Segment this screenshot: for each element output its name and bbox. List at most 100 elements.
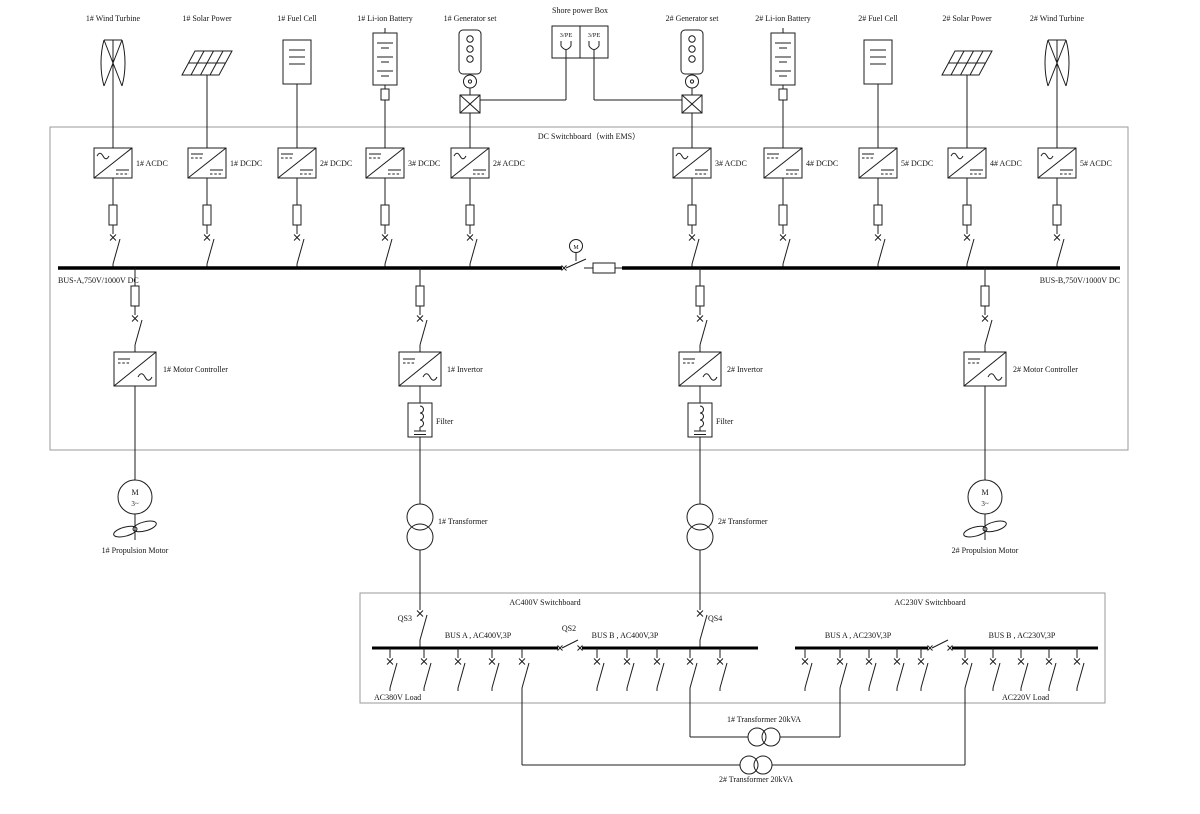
fuse-icon xyxy=(687,204,697,226)
propulsion-motor-label: 1# Propulsion Motor xyxy=(102,546,169,555)
shore-feed-wires xyxy=(480,58,682,101)
wind-turbine-icon xyxy=(1044,39,1070,88)
acdc-converter-icon xyxy=(450,147,490,179)
converter-branch-acdc5: 5# ACDC xyxy=(1037,147,1112,268)
propeller-icon xyxy=(113,520,157,538)
ac220-load-label: AC220V Load xyxy=(1002,693,1049,702)
qs3-switch-icon xyxy=(416,610,428,641)
source-generator-set-2: 2# Generator set xyxy=(666,14,719,148)
acdc-converter-icon xyxy=(672,147,712,179)
converter-branch-acdc3: 3# ACDC xyxy=(672,147,747,268)
shore-cell-label: 3/PE xyxy=(560,32,573,39)
battery-icon xyxy=(372,28,398,101)
shore-cell-label: 3/PE xyxy=(588,32,601,39)
breaker-icon xyxy=(961,658,973,689)
ac230-switchboard-title: AC230V Switchboard xyxy=(894,598,965,607)
breaker-icon xyxy=(865,658,877,689)
source-solar-power-2: 2# Solar Power xyxy=(941,14,993,148)
transformer-label: 2# Transformer xyxy=(718,517,768,526)
shore-plug-icon xyxy=(588,41,600,58)
converter-branch-dcdc4: 4# DCDC xyxy=(763,147,838,268)
propeller-icon xyxy=(963,520,1007,538)
converter-label: 2# ACDC xyxy=(493,159,525,168)
transformer-icon xyxy=(686,503,714,551)
solar-panel-icon xyxy=(181,50,233,76)
source-battery-1: 1# Li-ion Battery xyxy=(357,14,413,148)
disconnector-icon xyxy=(874,234,886,265)
source-solar-power-1: 1# Solar Power xyxy=(181,14,233,148)
disconnector-icon xyxy=(203,234,215,265)
dcdc-converter-icon xyxy=(858,147,898,179)
fuse-icon xyxy=(292,204,302,226)
disconnector-icon xyxy=(688,234,700,265)
source-label: 1# Generator set xyxy=(444,14,498,23)
fuse-icon xyxy=(415,285,425,307)
motor-phase: 3~ xyxy=(981,500,989,508)
converter-label: 3# ACDC xyxy=(715,159,747,168)
acdc-converter-icon xyxy=(93,147,133,179)
fuse-icon xyxy=(465,204,475,226)
motor-controller-label: 2# Motor Controller xyxy=(1013,365,1078,374)
fuse-icon xyxy=(962,204,972,226)
disconnector-icon xyxy=(131,315,143,346)
solar-panel-icon xyxy=(941,50,993,76)
source-label: 2# Li-ion Battery xyxy=(755,14,811,23)
breaker-icon xyxy=(1017,658,1029,689)
converter-label: 1# ACDC xyxy=(136,159,168,168)
fuel-cell-icon xyxy=(282,39,312,85)
breaker-icon xyxy=(1073,658,1085,689)
source-wind-turbine-1: 1# Wind Turbine xyxy=(86,14,141,148)
converter-branch-acdc1: 1# ACDC xyxy=(93,147,168,268)
disconnector-icon xyxy=(779,234,791,265)
transformer-label: 1# Transformer xyxy=(438,517,488,526)
breaker-icon xyxy=(893,658,905,689)
battery-icon xyxy=(770,28,796,101)
breaker-icon xyxy=(386,658,398,689)
acdc-converter-icon xyxy=(947,147,987,179)
acdc-converter-icon xyxy=(1037,147,1077,179)
breaker-icon xyxy=(420,658,432,689)
source-fuel-cell-1: 1# Fuel Cell xyxy=(277,14,318,148)
contact-x-icon xyxy=(561,265,567,271)
breaker-icon xyxy=(836,658,848,689)
shore-power-box: Shore power Box 3/PE 3/PE xyxy=(480,6,682,101)
fuse-icon xyxy=(778,204,788,226)
contact-x-icon xyxy=(927,645,933,651)
ac400-bus-a-feeders: AC380V Load xyxy=(374,648,530,765)
transformer-icon xyxy=(747,727,781,747)
breaker-icon xyxy=(518,658,530,689)
fuse-icon xyxy=(980,285,990,307)
converter-label: 5# DCDC xyxy=(901,159,933,168)
filter-label: Filter xyxy=(436,417,454,426)
dcdc-converter-icon xyxy=(365,147,405,179)
transformer-20kva-2: 2# Transformer 20kVA xyxy=(522,755,965,784)
transformer-20kva-1-label: 1# Transformer 20kVA xyxy=(727,715,801,724)
source-label: 2# Fuel Cell xyxy=(858,14,898,23)
source-label: 1# Fuel Cell xyxy=(277,14,317,23)
bus-b-400-label: BUS B , AC400V,3P xyxy=(592,631,659,640)
breaker-icon xyxy=(653,658,665,689)
fuse-icon xyxy=(108,204,118,226)
fuse-icon xyxy=(130,285,140,307)
disconnector-icon xyxy=(416,315,428,346)
invertor-branch-2: 2# Invertor Filter 2# Transformer QS4 xyxy=(678,268,768,648)
disconnector-icon xyxy=(1053,234,1065,265)
transformer-icon xyxy=(406,503,434,551)
ac230-bus-a-feeders xyxy=(801,648,929,737)
ac400-bus-b-feeders xyxy=(593,648,728,737)
contact-x-icon xyxy=(577,645,583,651)
disconnector-icon xyxy=(381,234,393,265)
filter-label: Filter xyxy=(716,417,734,426)
fuse-icon xyxy=(202,204,212,226)
motor-letter: M xyxy=(131,488,138,497)
converter-branch-acdc2: 2# ACDC xyxy=(450,147,525,268)
fuse-icon xyxy=(695,285,705,307)
contact-x-icon xyxy=(947,645,953,651)
invertor-label: 1# Invertor xyxy=(447,365,483,374)
motor-controller-icon xyxy=(963,351,1007,387)
disconnector-icon xyxy=(109,234,121,265)
invertor-icon xyxy=(678,351,722,387)
motorized-tie-label: M xyxy=(573,245,579,251)
motor-icon xyxy=(967,479,1003,515)
converter-label: 2# DCDC xyxy=(320,159,352,168)
